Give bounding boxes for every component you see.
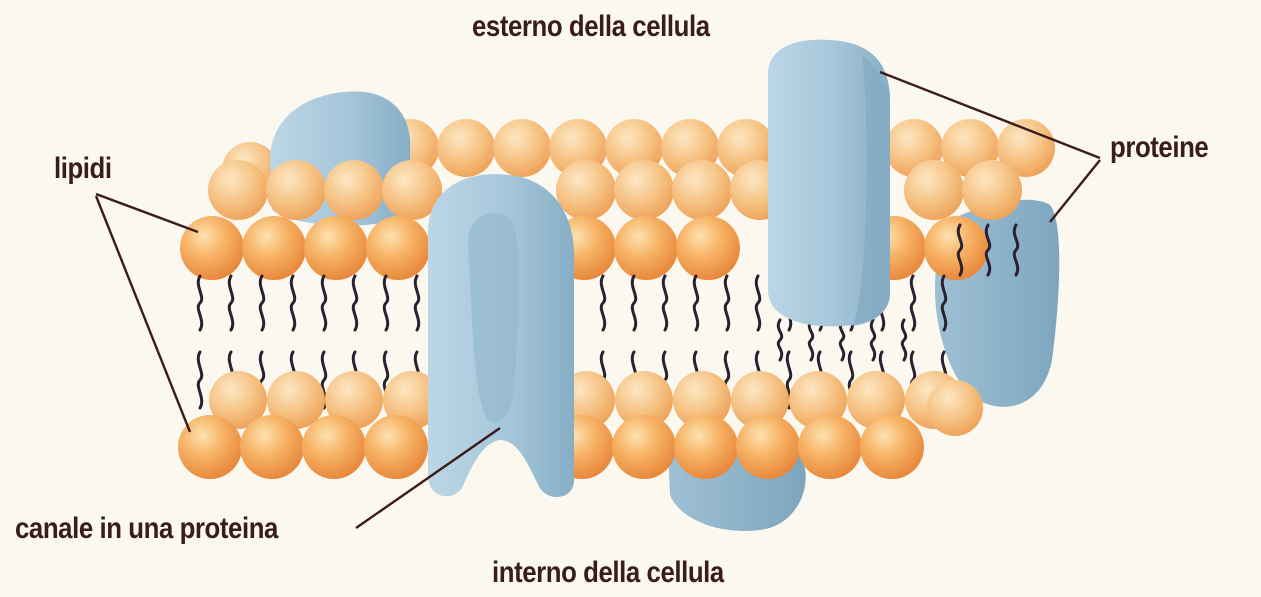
lipid-tail — [353, 276, 356, 330]
lipid-head — [924, 216, 988, 280]
lipid-head — [798, 415, 862, 479]
lipid-tail — [198, 276, 201, 330]
lipid-tail — [322, 276, 325, 330]
lipid-tail — [871, 320, 874, 360]
lipid-tail — [902, 320, 905, 360]
lipid-head — [860, 415, 924, 479]
lipids-label: lipidi — [54, 152, 112, 186]
outside-cell-label: esterno della cellula — [472, 10, 710, 44]
lipidi-pointer-lower — [96, 196, 190, 432]
lipid-head — [904, 160, 964, 220]
lipid-head — [242, 216, 306, 280]
lipid-tail — [694, 276, 697, 330]
lipid-tail — [260, 276, 263, 330]
lipid-head — [302, 415, 366, 479]
lipid-head — [614, 160, 674, 220]
proteine-pointer-lower — [1050, 160, 1100, 222]
proteins-label: proteine — [1110, 131, 1208, 165]
lipid-head — [304, 216, 368, 280]
lipid-tail — [198, 352, 201, 408]
inside-cell-label: interno della cellula — [492, 556, 724, 590]
lipid-head — [612, 415, 676, 479]
lipid-head — [364, 415, 428, 479]
lipid-head — [180, 216, 244, 280]
lipid-tail — [415, 276, 418, 330]
lipid-head — [676, 216, 740, 280]
lipid-head — [556, 160, 616, 220]
lipid-tail — [756, 276, 759, 330]
lipid-tail — [384, 276, 387, 330]
lipid-tail — [291, 276, 294, 330]
lipid-head — [324, 160, 384, 220]
lipid-head — [674, 415, 738, 479]
lipid-tail — [229, 276, 232, 330]
lipid-head — [266, 160, 326, 220]
channel-protein-label: canale in una proteina — [15, 512, 278, 546]
lipid-head — [927, 380, 983, 436]
lipid-head — [493, 119, 551, 177]
lipid-tail — [663, 276, 666, 330]
lipid-head — [736, 415, 800, 479]
lipid-head — [672, 160, 732, 220]
lipid-tail — [632, 276, 635, 330]
lipid-head — [962, 160, 1022, 220]
lipid-head — [208, 160, 268, 220]
lipid-head — [614, 216, 678, 280]
lipid-tail — [911, 276, 914, 330]
lipid-tail — [601, 276, 604, 330]
lipid-tail — [778, 320, 781, 360]
lipidi-pointer-upper — [96, 194, 198, 232]
protein-tall-right — [768, 40, 890, 327]
lipid-head — [240, 415, 304, 479]
lipid-tail — [725, 276, 728, 330]
lipid-head — [437, 119, 495, 177]
lipid-tail — [809, 320, 812, 360]
channel-protein — [428, 174, 574, 497]
lipid-head — [366, 216, 430, 280]
